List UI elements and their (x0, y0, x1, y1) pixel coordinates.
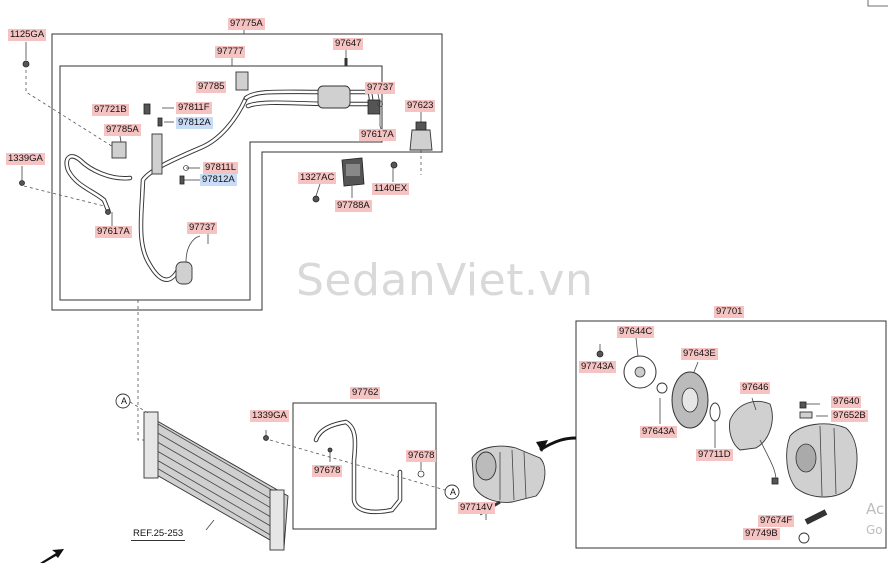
label-97788A: 97788A (335, 200, 372, 212)
label-1339GA-left: 1339GA (6, 153, 45, 165)
callout-letter-left: A (121, 396, 128, 406)
front-arrow-icon (40, 549, 64, 563)
callout-letter-right: A (450, 487, 457, 497)
assembly-box-97701 (575, 320, 887, 549)
label-97646: 97646 (740, 382, 771, 394)
label-97701: 97701 (714, 306, 745, 318)
assembly-box-97775A (51, 33, 443, 311)
label-97811F: 97811F (176, 102, 212, 114)
label-97647: 97647 (333, 38, 364, 50)
label-97652B: 97652B (831, 410, 868, 422)
label-97785: 97785 (196, 81, 227, 93)
assembly-box-97762 (292, 402, 437, 530)
label-97811L: 97811L (203, 162, 238, 174)
callout-circle-right (444, 484, 460, 500)
field-coil-97646 (729, 400, 773, 451)
label-97812A-top: 97812A (176, 117, 213, 129)
ref-label: REF.25-253 (131, 528, 186, 541)
label-97777: 97777 (215, 46, 246, 58)
label-1339GA-mid: 1339GA (250, 410, 289, 422)
compressor-body (786, 423, 858, 498)
leader-1125GA (25, 70, 119, 151)
assembly-box-97777 (59, 65, 383, 301)
corner-mark (867, 0, 888, 7)
watermark: SedanViet.vn (296, 255, 594, 306)
label-97737-bottom: 97737 (187, 222, 218, 234)
label-97812A-bottom: 97812A (200, 174, 237, 186)
callout-circle-left (115, 393, 131, 409)
label-97762: 97762 (350, 387, 381, 399)
label-97623: 97623 (405, 100, 436, 112)
label-97737-top: 97737 (365, 82, 396, 94)
clip-97785A (111, 141, 127, 159)
label-97640: 97640 (831, 396, 862, 408)
label-97644C: 97644C (617, 326, 655, 338)
activation-text-1: Ac (866, 500, 885, 518)
muffler-part (317, 85, 351, 109)
label-97714V: 97714V (458, 502, 495, 514)
label-97678-left: 97678 (312, 465, 343, 477)
pressure-switch-97623 (409, 129, 433, 151)
label-97617A-top: 97617A (359, 129, 396, 141)
label-97775A: 97775A (228, 18, 265, 30)
label-97678-right: 97678 (406, 450, 437, 462)
activation-text-2: Go (866, 523, 883, 537)
label-97711D: 97711D (696, 449, 733, 461)
bracket-97785 (235, 71, 249, 91)
label-97643E: 97643E (681, 348, 718, 360)
label-97785A: 97785A (104, 124, 141, 136)
label-97749B: 97749B (743, 528, 780, 540)
label-97743A: 97743A (579, 361, 616, 373)
label-97643A: 97643A (640, 426, 677, 438)
label-97674F: 97674F (758, 515, 795, 527)
pipe-line-left (64, 154, 133, 213)
label-1140EX: 1140EX (372, 183, 410, 195)
label-1327AC: 1327AC (298, 172, 337, 184)
label-1125GA: 1125GA (8, 29, 47, 41)
label-97617A-bottom: 97617A (95, 226, 132, 238)
label-97721B: 97721B (92, 104, 129, 116)
